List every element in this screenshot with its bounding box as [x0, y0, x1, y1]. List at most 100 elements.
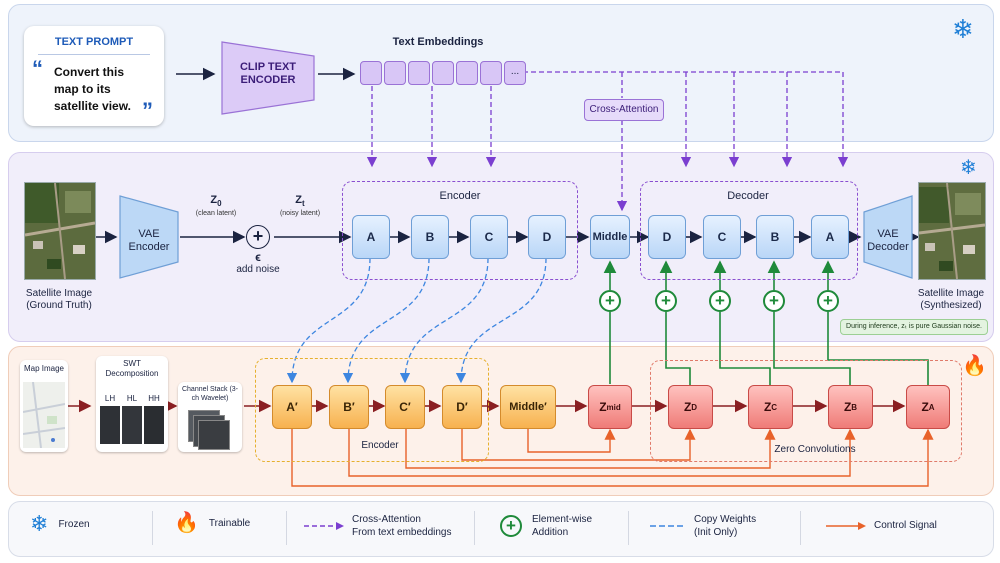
zt-symbol: Z: [295, 194, 303, 206]
embedding-ellipsis: ...: [504, 61, 526, 85]
zd-symbol: Z: [683, 400, 692, 414]
encoder-block-b: B: [411, 215, 449, 259]
vae-encoder-label: VAE Encoder: [128, 228, 170, 254]
satellite-ground-truth-image: [24, 182, 96, 280]
satellite-synthesized-image: [918, 182, 986, 280]
swt-hh-tile: [144, 406, 164, 444]
legend-divider: [152, 511, 153, 545]
legend-divider: [800, 511, 801, 545]
control-block-c: C′: [385, 385, 425, 429]
snowflake-icon: ❄: [30, 511, 49, 536]
zc-subscript: C: [771, 402, 778, 412]
add-noise-node: +: [246, 225, 270, 249]
purple-dashed-arrow-icon: [304, 522, 344, 530]
zmid-symbol: Z: [599, 400, 607, 414]
z0-subscript: 0: [217, 199, 222, 209]
close-quote-icon: ”: [142, 98, 153, 123]
legend-trainable: 🔥 Trainable: [174, 513, 250, 533]
control-block-a: A′: [272, 385, 312, 429]
text-prompt-body: Convert this map to its satellite view.: [54, 65, 131, 113]
embedding-token: [408, 61, 430, 85]
encoder-title: Encoder: [439, 190, 481, 202]
flame-icon: 🔥: [174, 512, 199, 534]
text-prompt-divider: [38, 54, 150, 55]
swt-band-lh: LH: [104, 394, 116, 403]
legend-addition: + Element-wise Addition: [500, 513, 592, 539]
cross-attention-label: Cross-Attention: [589, 104, 659, 115]
legend-trainable-label: Trainable: [208, 517, 251, 529]
legend-copy-weights-label: Copy Weights (Init Only): [694, 514, 757, 538]
addition-node-decoder-a: +: [817, 290, 839, 312]
decoder-group: [640, 181, 858, 280]
orange-arrow-icon: [826, 521, 866, 530]
embedding-token: [360, 61, 382, 85]
inference-note: During inference, zₜ is pure Gaussian no…: [840, 319, 988, 335]
z0-caption: (clean latent): [195, 210, 237, 217]
swt-band-hl: HL: [126, 394, 138, 403]
blue-dashed-line-icon: [650, 525, 686, 527]
addition-node-decoder-d: +: [655, 290, 677, 312]
zd-subscript: D: [691, 402, 698, 412]
text-prompt-card: TEXT PROMPT “ Convert this map to its sa…: [24, 26, 164, 126]
legend-control-signal-label: Control Signal: [874, 520, 937, 531]
text-prompt-title: TEXT PROMPT: [54, 36, 134, 48]
decoder-title: Decoder: [727, 190, 769, 202]
snowflake-icon: ❄: [952, 14, 974, 44]
embedding-token: [480, 61, 502, 85]
encoder-block-c: C: [470, 215, 508, 259]
control-encoder-title: Encoder: [361, 440, 399, 451]
encoder-block-d: D: [528, 215, 566, 259]
legend-cross-attention-label: Cross-Attention From text embeddings: [352, 514, 452, 538]
vae-decoder-block: [863, 195, 913, 279]
open-quote-icon: “: [32, 56, 43, 81]
swt-hl-tile: [122, 406, 142, 444]
add-noise-caption: add noise: [236, 264, 280, 275]
legend-addition-label: Element-wise Addition: [532, 514, 593, 538]
zero-convolutions-title: Zero Convolutions: [774, 444, 856, 455]
swt-title: SWT Decomposition: [105, 359, 159, 379]
legend-divider: [286, 511, 287, 545]
flame-icon: 🔥: [962, 355, 987, 377]
zc-symbol: Z: [763, 400, 772, 414]
channel-stack-card: Channel Stack (3-ch Wavelet): [178, 382, 242, 452]
decoder-block-c: C: [703, 215, 741, 259]
embedding-token: [384, 61, 406, 85]
control-middle-block: Middle′: [500, 385, 556, 429]
swt-lh-tile: [100, 406, 120, 444]
text-embeddings-row: ...: [360, 61, 526, 85]
embedding-token: [456, 61, 478, 85]
clip-text-encoder-label: CLIP TEXT ENCODER: [239, 61, 297, 87]
addition-node-decoder-b: +: [763, 290, 785, 312]
decoder-block-a: A: [811, 215, 849, 259]
legend-frozen-label: Frozen: [58, 518, 90, 530]
middle-block: Middle: [590, 215, 630, 259]
addition-node-decoder-c: +: [709, 290, 731, 312]
embedding-token: [432, 61, 454, 85]
vae-decoder-label: VAE Decoder: [867, 228, 909, 254]
decoder-block-d: D: [648, 215, 686, 259]
z0-label: Z0: [186, 194, 246, 209]
map-image-label: Map Image: [23, 364, 65, 373]
control-encoder-group: [255, 358, 489, 462]
channel-stack-layer: [198, 420, 230, 450]
channel-stack-label: Channel Stack (3-ch Wavelet): [181, 386, 239, 403]
legend-divider: [628, 511, 629, 545]
legend-copy-weights: Copy Weights (Init Only): [650, 513, 756, 539]
z0-symbol: Z: [210, 194, 218, 206]
control-block-b: B′: [329, 385, 369, 429]
addition-node-middle: +: [599, 290, 621, 312]
zt-subscript: t: [302, 199, 305, 209]
decoder-block-b: B: [756, 215, 794, 259]
legend-frozen: ❄ Frozen: [30, 513, 90, 535]
snowflake-icon: ❄: [960, 157, 977, 179]
legend-control-signal: Control Signal: [826, 519, 937, 532]
swt-band-hh: HH: [148, 394, 160, 403]
output-image-label: Satellite Image (Synthesized): [917, 288, 985, 311]
legend-cross-attention: Cross-Attention From text embeddings: [304, 513, 452, 539]
